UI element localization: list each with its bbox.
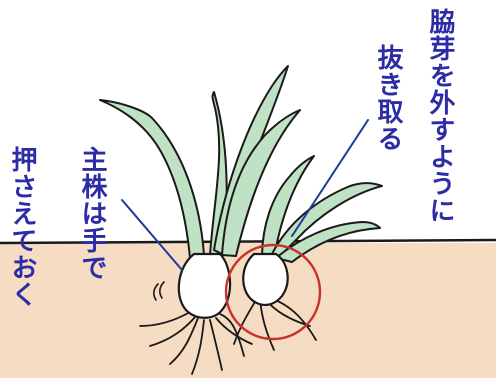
annotation-right-col2: 抜き取る: [372, 44, 404, 152]
sucker-bulb: [243, 254, 287, 305]
ground-line: [0, 240, 496, 243]
pointer-line-sucker: [292, 120, 368, 236]
annotation-right-col1: 脇芽を外すように: [424, 8, 456, 224]
annotation-left-col1: 主株は手で: [76, 146, 108, 281]
annotation-left-col2: 押さえておく: [6, 146, 38, 308]
main-bulb: [179, 254, 230, 318]
